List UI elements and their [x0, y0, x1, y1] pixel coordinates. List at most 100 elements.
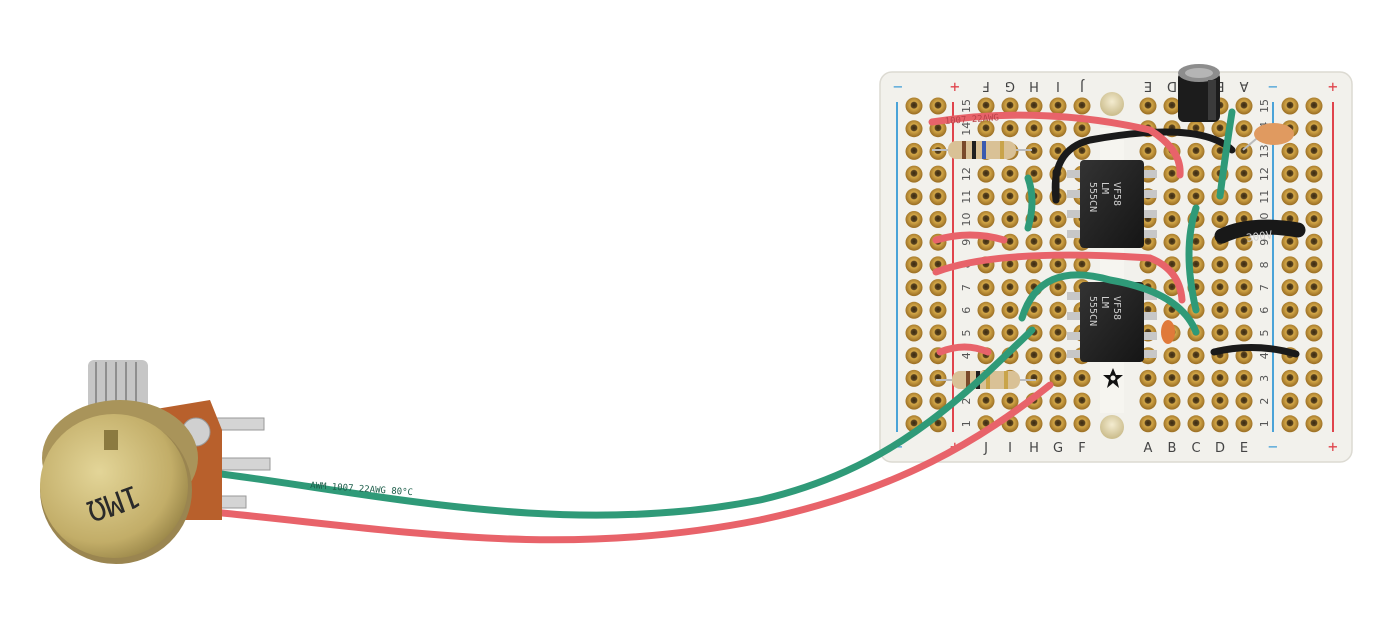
mount-hole-bottom — [1100, 415, 1124, 439]
column-letter: H — [1029, 78, 1039, 93]
solder-pad — [1305, 120, 1323, 138]
solder-pad — [1025, 369, 1043, 387]
row-number: 7 — [960, 284, 973, 291]
solder-pad — [1235, 369, 1253, 387]
solder-pad — [1305, 301, 1323, 319]
solder-pad — [1187, 369, 1205, 387]
solder-pad — [1235, 188, 1253, 206]
row-number: 6 — [960, 307, 973, 314]
red-jumpers — [928, 111, 1186, 356]
row-number: 7 — [1258, 284, 1271, 291]
solder-pad — [977, 324, 995, 342]
solder-pad — [1049, 301, 1067, 319]
solder-pad — [1139, 97, 1157, 115]
column-letter: G — [1005, 78, 1015, 93]
solder-pad — [1281, 324, 1299, 342]
solder-pad — [1025, 256, 1043, 274]
chip-555-upper: VF58 LM 555CN — [1067, 160, 1157, 248]
solder-pad — [929, 369, 947, 387]
solder-pad — [1139, 142, 1157, 160]
wire-print-red-board: 1007 22AWG — [945, 113, 1000, 127]
solder-pad — [929, 392, 947, 410]
row-number: 4 — [960, 352, 973, 359]
solder-pad — [1281, 97, 1299, 115]
solder-pad — [1001, 188, 1019, 206]
solder-pad — [929, 188, 947, 206]
solder-pad — [929, 97, 947, 115]
svg-text:+: + — [1328, 77, 1338, 96]
solder-pad — [1163, 165, 1181, 183]
solder-pad — [977, 188, 995, 206]
solder-pad — [1187, 165, 1205, 183]
solder-pad — [929, 301, 947, 319]
solder-pad — [1187, 188, 1205, 206]
solder-pad — [1281, 165, 1299, 183]
solder-pad — [905, 301, 923, 319]
svg-text:−: − — [893, 77, 903, 96]
solder-pad — [1305, 188, 1323, 206]
solder-pad — [1049, 120, 1067, 138]
solder-pad — [1001, 165, 1019, 183]
solder-pad — [1235, 324, 1253, 342]
chip-model: LM — [1099, 296, 1110, 308]
solder-pad — [977, 165, 995, 183]
solder-pad — [1305, 324, 1323, 342]
svg-text:−: − — [1268, 437, 1278, 456]
solder-pad — [905, 142, 923, 160]
solder-pad — [1211, 301, 1229, 319]
solder-pad — [1001, 392, 1019, 410]
solder-pad — [1001, 301, 1019, 319]
solder-pad — [1235, 256, 1253, 274]
ceramic-capacitor-small — [1161, 320, 1175, 344]
solder-pad — [905, 324, 923, 342]
solder-pad — [1211, 392, 1229, 410]
column-letter: I — [1008, 441, 1012, 456]
solder-pad — [1211, 120, 1229, 138]
black-jumpers — [1051, 128, 1300, 358]
solder-pad — [1235, 301, 1253, 319]
row-number: 9 — [1258, 239, 1271, 246]
row-number: 1 — [1258, 420, 1271, 427]
solder-pad — [1163, 233, 1181, 251]
capacitor-voltage-label: 300V — [1245, 228, 1273, 245]
adafruit-logo-icon — [1103, 368, 1123, 388]
solder-pad — [1235, 392, 1253, 410]
row-number: 12 — [960, 167, 973, 181]
solder-pad — [1025, 233, 1043, 251]
solder-pad — [1281, 392, 1299, 410]
solder-pad — [1305, 211, 1323, 228]
column-letter: E — [1240, 441, 1248, 456]
solder-pad — [1305, 279, 1323, 297]
solder-pad — [1049, 392, 1067, 410]
row-number: 11 — [960, 190, 973, 204]
column-letter: E — [1144, 78, 1152, 93]
solder-pad — [1305, 165, 1323, 183]
solder-pad — [1211, 415, 1229, 433]
solder-pad — [1281, 301, 1299, 319]
solder-pad — [1305, 415, 1323, 433]
svg-text:−: − — [1268, 77, 1278, 96]
solder-pad — [1305, 347, 1323, 365]
solder-pad — [1187, 415, 1205, 433]
green-jumpers — [1018, 108, 1236, 336]
column-letter: J — [983, 441, 988, 456]
solder-pad — [1281, 256, 1299, 274]
row-number: 9 — [960, 239, 973, 246]
column-letter: H — [1029, 441, 1039, 456]
solder-pad — [1281, 188, 1299, 206]
solder-pad — [1235, 97, 1253, 115]
solder-pad — [1211, 369, 1229, 387]
chip-code: VF58 — [1111, 182, 1122, 206]
row-labels: 1515141413131212111110109988776655443322… — [960, 99, 1271, 427]
solder-pad — [929, 279, 947, 297]
solder-pad — [1049, 324, 1067, 342]
solder-pad — [929, 165, 947, 183]
solder-pad — [1305, 256, 1323, 274]
row-number: 13 — [1258, 144, 1271, 158]
potentiometer: 1MΩ — [40, 360, 271, 564]
solder-pad — [1073, 392, 1091, 410]
solder-pad — [1001, 279, 1019, 297]
column-letter: D — [1167, 78, 1177, 93]
solder-pad — [1139, 392, 1157, 410]
